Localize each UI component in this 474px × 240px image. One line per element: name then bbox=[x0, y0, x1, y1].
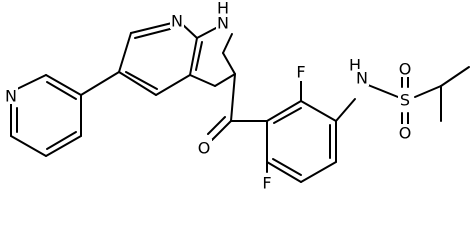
atom-n-sulfonamide: N bbox=[355, 69, 369, 88]
atom-n-pyrrole: N bbox=[216, 14, 230, 33]
label-n-pyridyl: N bbox=[5, 87, 17, 106]
bond-carbonyl-o bbox=[211, 120, 232, 141]
bond-py-c4-c5-double bbox=[46, 131, 77, 150]
bond-c3a-c7a-double bbox=[195, 41, 203, 71]
bond-c4-c3a bbox=[155, 74, 191, 96]
label-o-carbonyl: O bbox=[198, 139, 211, 158]
atom-labels: H N N N O F F H bbox=[4, 0, 413, 193]
molecule-structure: H N N N O F F H bbox=[4, 0, 470, 193]
bond-c7a-n7 bbox=[181, 23, 198, 39]
label-f-upper: F bbox=[296, 63, 305, 82]
bonds bbox=[10, 22, 470, 183]
atom-f-lower: F bbox=[261, 174, 273, 193]
bond-isopropyl-me1 bbox=[440, 66, 470, 87]
bond-py-c5-c6 bbox=[10, 135, 47, 157]
label-o-sulfonyl-upper: O bbox=[399, 60, 412, 79]
atom-n-pyridyl: N bbox=[4, 87, 18, 106]
bond-c5-pyridyl bbox=[80, 71, 120, 96]
label-s-sulfonyl: S bbox=[400, 91, 410, 110]
label-n-pyrrole-h: H bbox=[217, 0, 229, 18]
bond-py-c2-c3-double bbox=[46, 81, 77, 100]
bond-carbonyl-o-double bbox=[207, 116, 226, 135]
atom-o-sulfonyl-lower: O bbox=[397, 124, 413, 143]
bond-py-n1-c2 bbox=[16, 74, 47, 90]
bond-c5-c4-double bbox=[125, 71, 158, 90]
bond-c2-c3 bbox=[222, 52, 236, 75]
atom-n-pyridine-fused: N bbox=[170, 12, 184, 31]
bond-c2-n1 bbox=[222, 33, 233, 54]
bond-ph-c5-c6-double bbox=[272, 158, 302, 176]
bond-n7-c6-double bbox=[134, 28, 171, 39]
atom-f-upper: F bbox=[295, 63, 307, 82]
bond-n1-c7a bbox=[196, 27, 217, 39]
label-o-sulfonyl-lower: O bbox=[399, 124, 412, 143]
bond-s-isopropyl bbox=[414, 85, 442, 98]
bond-c5-c4 bbox=[118, 71, 157, 96]
label-n-pyridine-fused: N bbox=[171, 12, 183, 31]
atom-o-carbonyl: O bbox=[196, 139, 212, 158]
bond-nh-s bbox=[367, 84, 399, 98]
bond-c6-c5 bbox=[118, 32, 132, 73]
bond-ph-c1-c2-double bbox=[273, 107, 302, 124]
bond-py-c4-c5 bbox=[45, 135, 82, 157]
bond-py-c2-c3 bbox=[45, 74, 82, 96]
bond-c3a-c3a2 bbox=[189, 74, 216, 87]
bond-ph-c2-c3 bbox=[300, 100, 337, 122]
bond-c3-carbonyl bbox=[230, 73, 236, 122]
atom-o-sulfonyl-upper: O bbox=[397, 60, 413, 79]
bond-c3-c3a bbox=[214, 73, 236, 87]
atom-s-sulfonyl: S bbox=[398, 91, 412, 110]
atom-n-pyrrole-h: H bbox=[217, 0, 229, 18]
label-n-pyrrole: N bbox=[217, 14, 229, 33]
bond-ph-c1-c2 bbox=[266, 100, 302, 122]
bond-ph-c5-c6 bbox=[266, 161, 302, 183]
bond-c3a-c7a bbox=[189, 37, 198, 76]
label-n-sulfonamide: N bbox=[356, 69, 368, 88]
bond-ph-c4-c5 bbox=[300, 161, 337, 183]
bond-ph-nh bbox=[335, 98, 356, 122]
label-f-lower: F bbox=[262, 174, 271, 193]
bond-n7-c6 bbox=[130, 22, 173, 34]
